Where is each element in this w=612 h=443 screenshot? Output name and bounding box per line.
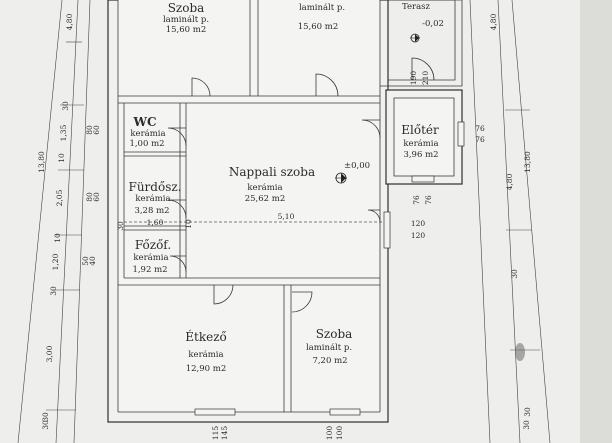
dim-wc-door-b: 80 — [85, 125, 94, 135]
dim-bottom-right: 30 — [522, 420, 531, 430]
room-name: Étkező — [185, 329, 227, 344]
room-area: 1,92 m2 — [132, 265, 167, 275]
room-szoba-3: Szoba laminált p. 7,20 m2 — [306, 327, 352, 366]
dim-right-total: 13,80 — [523, 151, 532, 173]
room-floor: laminált p. — [299, 2, 345, 13]
dim-right-c: 30 — [523, 407, 532, 417]
room-area: 3,28 m2 — [134, 206, 169, 216]
room-name: Nappali szoba — [229, 165, 315, 179]
dim-terasz-door-a: 190 — [409, 71, 418, 86]
dim-left-top: 4,80 — [65, 13, 74, 30]
room-furdo: Fürdősz. kerámia 3,28 m2 — [129, 180, 182, 216]
dim-furdo-door-a: 60 — [92, 192, 101, 202]
room-name: Előtér — [401, 123, 439, 137]
room-szoba-2: laminált p. 15,60 m2 — [298, 2, 345, 32]
room-etkezo: Étkező kerámia 12,90 m2 — [185, 329, 227, 374]
room-area: 15,60 m2 — [166, 25, 207, 35]
dim-left-total: 13,80 — [37, 151, 46, 173]
room-floor: kerámia — [247, 182, 282, 193]
dim-eloter-win-c: 76 — [412, 195, 421, 205]
windows — [194, 121, 465, 416]
dim-left-a: 30 — [61, 101, 70, 111]
room-area: 3,96 m2 — [403, 150, 438, 160]
level-value: -0,02 — [422, 19, 444, 29]
dim-bottom-left: 30 — [41, 420, 50, 430]
dim-furdo-door-b: 80 — [85, 192, 94, 202]
bottom-dimension-labels: 115 145 100 100 30 30 — [41, 420, 531, 440]
interior-walls — [118, 0, 386, 412]
left-dimension-chain — [17, 0, 91, 443]
paper-stain — [515, 343, 525, 361]
room-floor: kerámia — [133, 252, 168, 263]
dim-left-c: 10 — [57, 153, 66, 163]
left-dimension-labels: 4,80 30 1,35 13,80 10 2,05 10 1,20 30 3,… — [37, 13, 101, 421]
dim-left-i: 30 — [41, 412, 50, 422]
room-area: 1,00 m2 — [129, 139, 164, 149]
paper-edge-shadow — [580, 0, 612, 443]
room-name: Szoba — [316, 327, 353, 341]
level-marker-terasz — [410, 33, 420, 43]
dim-fozo-door-b: 50 — [81, 256, 90, 266]
dim-bottom-b: 145 — [220, 426, 229, 441]
dim-right-top: 4,80 — [489, 13, 498, 30]
dim-right-a: 4,80 — [505, 173, 514, 190]
room-name: WC — [132, 115, 156, 129]
room-fozo: Főzőf. kerámia 1,92 m2 — [132, 238, 171, 275]
inner-dimension-labels: 5,10 1,60 30 10 — [116, 212, 295, 231]
dim-terasz-door-b: 210 — [421, 71, 430, 86]
outer-walls — [107, 0, 463, 423]
dim-left-g: 30 — [49, 286, 58, 296]
dim-inner-a: 30 — [116, 221, 125, 231]
level-value: ±0,00 — [344, 161, 370, 171]
room-floor: laminált p. — [163, 14, 209, 25]
level-marker-nappali — [335, 172, 347, 184]
room-floor: kerámia — [188, 349, 223, 360]
room-name: Terasz — [402, 2, 431, 12]
dim-left-h: 3,00 — [45, 345, 54, 362]
dim-bottom-a: 115 — [211, 426, 220, 441]
dim-inner-short: 1,60 — [147, 218, 164, 227]
right-dimension-chain — [469, 0, 551, 443]
room-area: 25,62 m2 — [245, 194, 286, 204]
room-floor: laminált p. — [306, 342, 352, 353]
room-floor: kerámia — [130, 128, 165, 139]
dim-bottom-d: 100 — [335, 426, 344, 441]
dim-inner-len: 5,10 — [278, 212, 295, 221]
room-nappali: Nappali szoba kerámia 25,62 m2 ±0,00 — [229, 161, 370, 204]
dim-left-d: 2,05 — [55, 189, 64, 206]
room-terasz: Terasz -0,02 — [402, 2, 444, 29]
room-name: Szoba — [168, 1, 205, 15]
dim-left-f: 1,20 — [51, 253, 60, 270]
dim-nappali-win-a: 120 — [411, 219, 426, 228]
doors — [167, 57, 435, 313]
room-area: 12,90 m2 — [186, 364, 227, 374]
room-name: Fürdősz. — [129, 180, 182, 194]
dim-right-b: 30 — [510, 269, 519, 279]
room-eloter: Előtér kerámia 3,96 m2 — [401, 123, 439, 160]
dim-bottom-c: 100 — [325, 426, 334, 441]
room-floor: kerámia — [135, 193, 170, 204]
dim-fozo-door-a: 40 — [88, 256, 97, 266]
dim-inner-b: 10 — [184, 219, 193, 229]
room-area: 7,20 m2 — [312, 356, 347, 366]
dim-wc-door-a: 60 — [92, 125, 101, 135]
dim-eloter-win-a: 76 — [475, 124, 485, 133]
room-wc: WC kerámia 1,00 m2 — [129, 115, 165, 149]
dim-nappali-win-b: 120 — [411, 231, 426, 240]
dim-eloter-win-d: 76 — [424, 195, 433, 205]
room-area: 15,60 m2 — [298, 22, 339, 32]
dim-left-b: 1,35 — [59, 124, 68, 141]
room-floor: kerámia — [403, 138, 438, 149]
dim-left-e: 10 — [53, 233, 62, 243]
room-name: Főzőf. — [135, 238, 171, 252]
room-szoba-1: Szoba laminált p. 15,60 m2 — [163, 1, 209, 35]
dim-eloter-win-b: 76 — [475, 135, 485, 144]
right-dimension-labels: 4,80 13,80 4,80 30 30 190 210 76 76 76 7… — [409, 13, 532, 416]
